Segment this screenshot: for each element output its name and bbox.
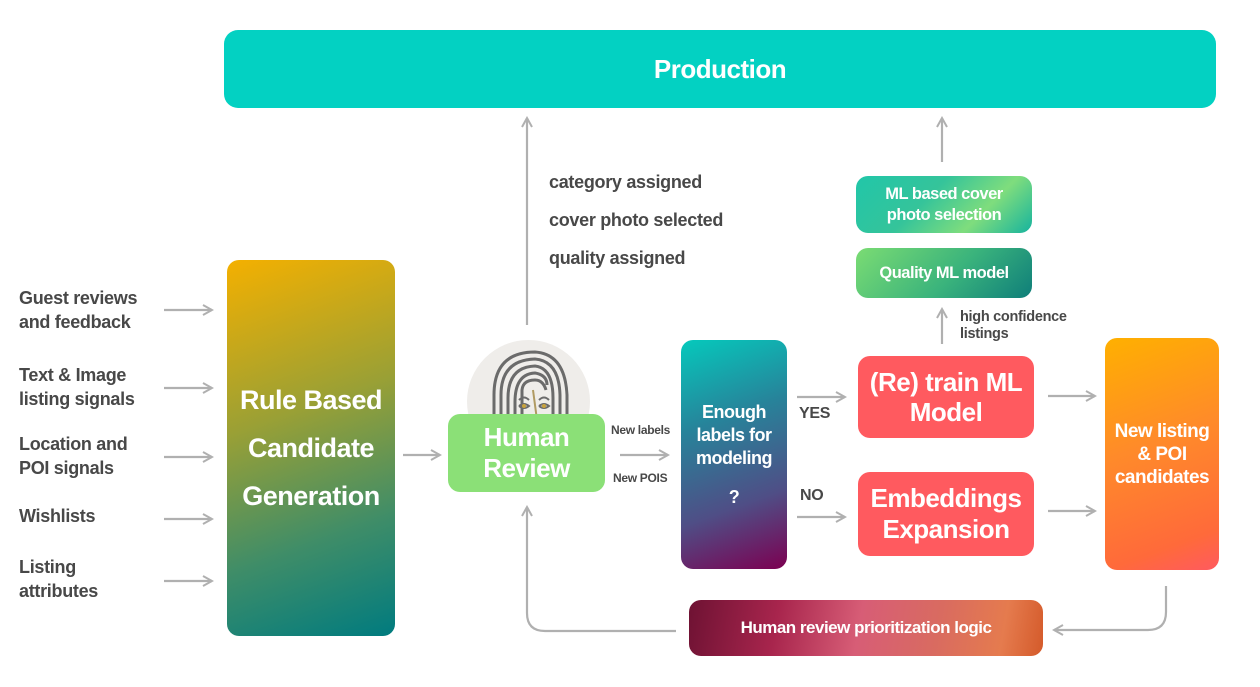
input-line: attributes [19, 581, 99, 601]
input-line: Wishlists [19, 506, 96, 526]
input-line: Text & Image [19, 365, 127, 385]
embeddings-line: Expansion [882, 514, 1010, 544]
retrain-ml-model-box: (Re) train ML Model [858, 356, 1034, 438]
human-review-prioritization-box: Human review prioritization logic [689, 600, 1043, 656]
input-line: listing signals [19, 389, 135, 409]
rule-based-line: Rule Based [239, 385, 383, 415]
enough-labels-line: Enough [702, 401, 766, 422]
input-line: Listing [19, 557, 76, 577]
edge-label-no: NO [800, 487, 824, 504]
new-candidates-line: & POI [1137, 443, 1187, 465]
enough-labels-question: ? [728, 486, 740, 507]
prioritization-label: Human review prioritization logic [740, 618, 992, 637]
edge-label-new-pois: New POIS [613, 471, 668, 485]
edge-label-new-labels: New labels [611, 423, 671, 437]
arrow-candidates-to-prioritization [1054, 586, 1168, 630]
input-line: Location and [19, 434, 128, 454]
input-text-image: Text & Image listing signals [19, 363, 135, 411]
quality-model-label: Quality ML model [879, 263, 1009, 282]
retrain-line: Model [909, 397, 983, 427]
input-line: Guest reviews [19, 288, 138, 308]
production-box: Production [224, 30, 1216, 108]
enough-labels-line: labels for [696, 424, 772, 445]
cover-photo-line: ML based cover [885, 184, 1003, 203]
output-cover-photo-selected: cover photo selected [549, 210, 724, 230]
input-wishlists: Wishlists [19, 504, 95, 528]
production-label: Production [653, 53, 787, 84]
rule-based-line: Generation [242, 481, 380, 511]
quality-ml-model-box: Quality ML model [856, 248, 1032, 298]
human-review-line: Review [483, 453, 570, 483]
input-listing-attributes: Listing attributes [19, 555, 98, 603]
rule-based-line: Candidate [247, 433, 375, 463]
rule-based-candidate-generation-box: Rule Based Candidate Generation [227, 260, 395, 636]
high-confidence-line: high confidence [960, 309, 1067, 325]
edge-label-high-confidence: high confidence listings [960, 309, 1067, 343]
retrain-line: (Re) train ML [869, 367, 1023, 397]
enough-labels-line: modeling [696, 447, 773, 468]
embeddings-expansion-box: Embeddings Expansion [858, 472, 1034, 556]
embeddings-line: Embeddings [870, 483, 1022, 513]
input-guest-reviews: Guest reviews and feedback [19, 286, 137, 334]
edge-label-yes: YES [799, 405, 831, 422]
input-location-poi: Location and POI signals [19, 432, 128, 480]
input-line: and feedback [19, 312, 131, 332]
cover-photo-line: photo selection [886, 205, 1002, 224]
new-listing-poi-candidates-box: New listing & POI candidates [1105, 338, 1219, 570]
enough-labels-decision-box: Enough labels for modeling ? [681, 340, 787, 569]
output-quality-assigned: quality assigned [549, 248, 686, 268]
high-confidence-line: listings [960, 326, 1009, 342]
output-category-assigned: category assigned [549, 172, 702, 192]
ml-cover-photo-selection-box: ML based cover photo selection [856, 176, 1032, 233]
human-review-line: Human [483, 422, 570, 452]
new-candidates-line: candidates [1114, 466, 1210, 488]
human-review-box: Human Review [448, 414, 605, 492]
arrow-prioritization-to-review [527, 507, 676, 633]
new-candidates-line: New listing [1114, 420, 1210, 442]
input-line: POI signals [19, 458, 114, 478]
